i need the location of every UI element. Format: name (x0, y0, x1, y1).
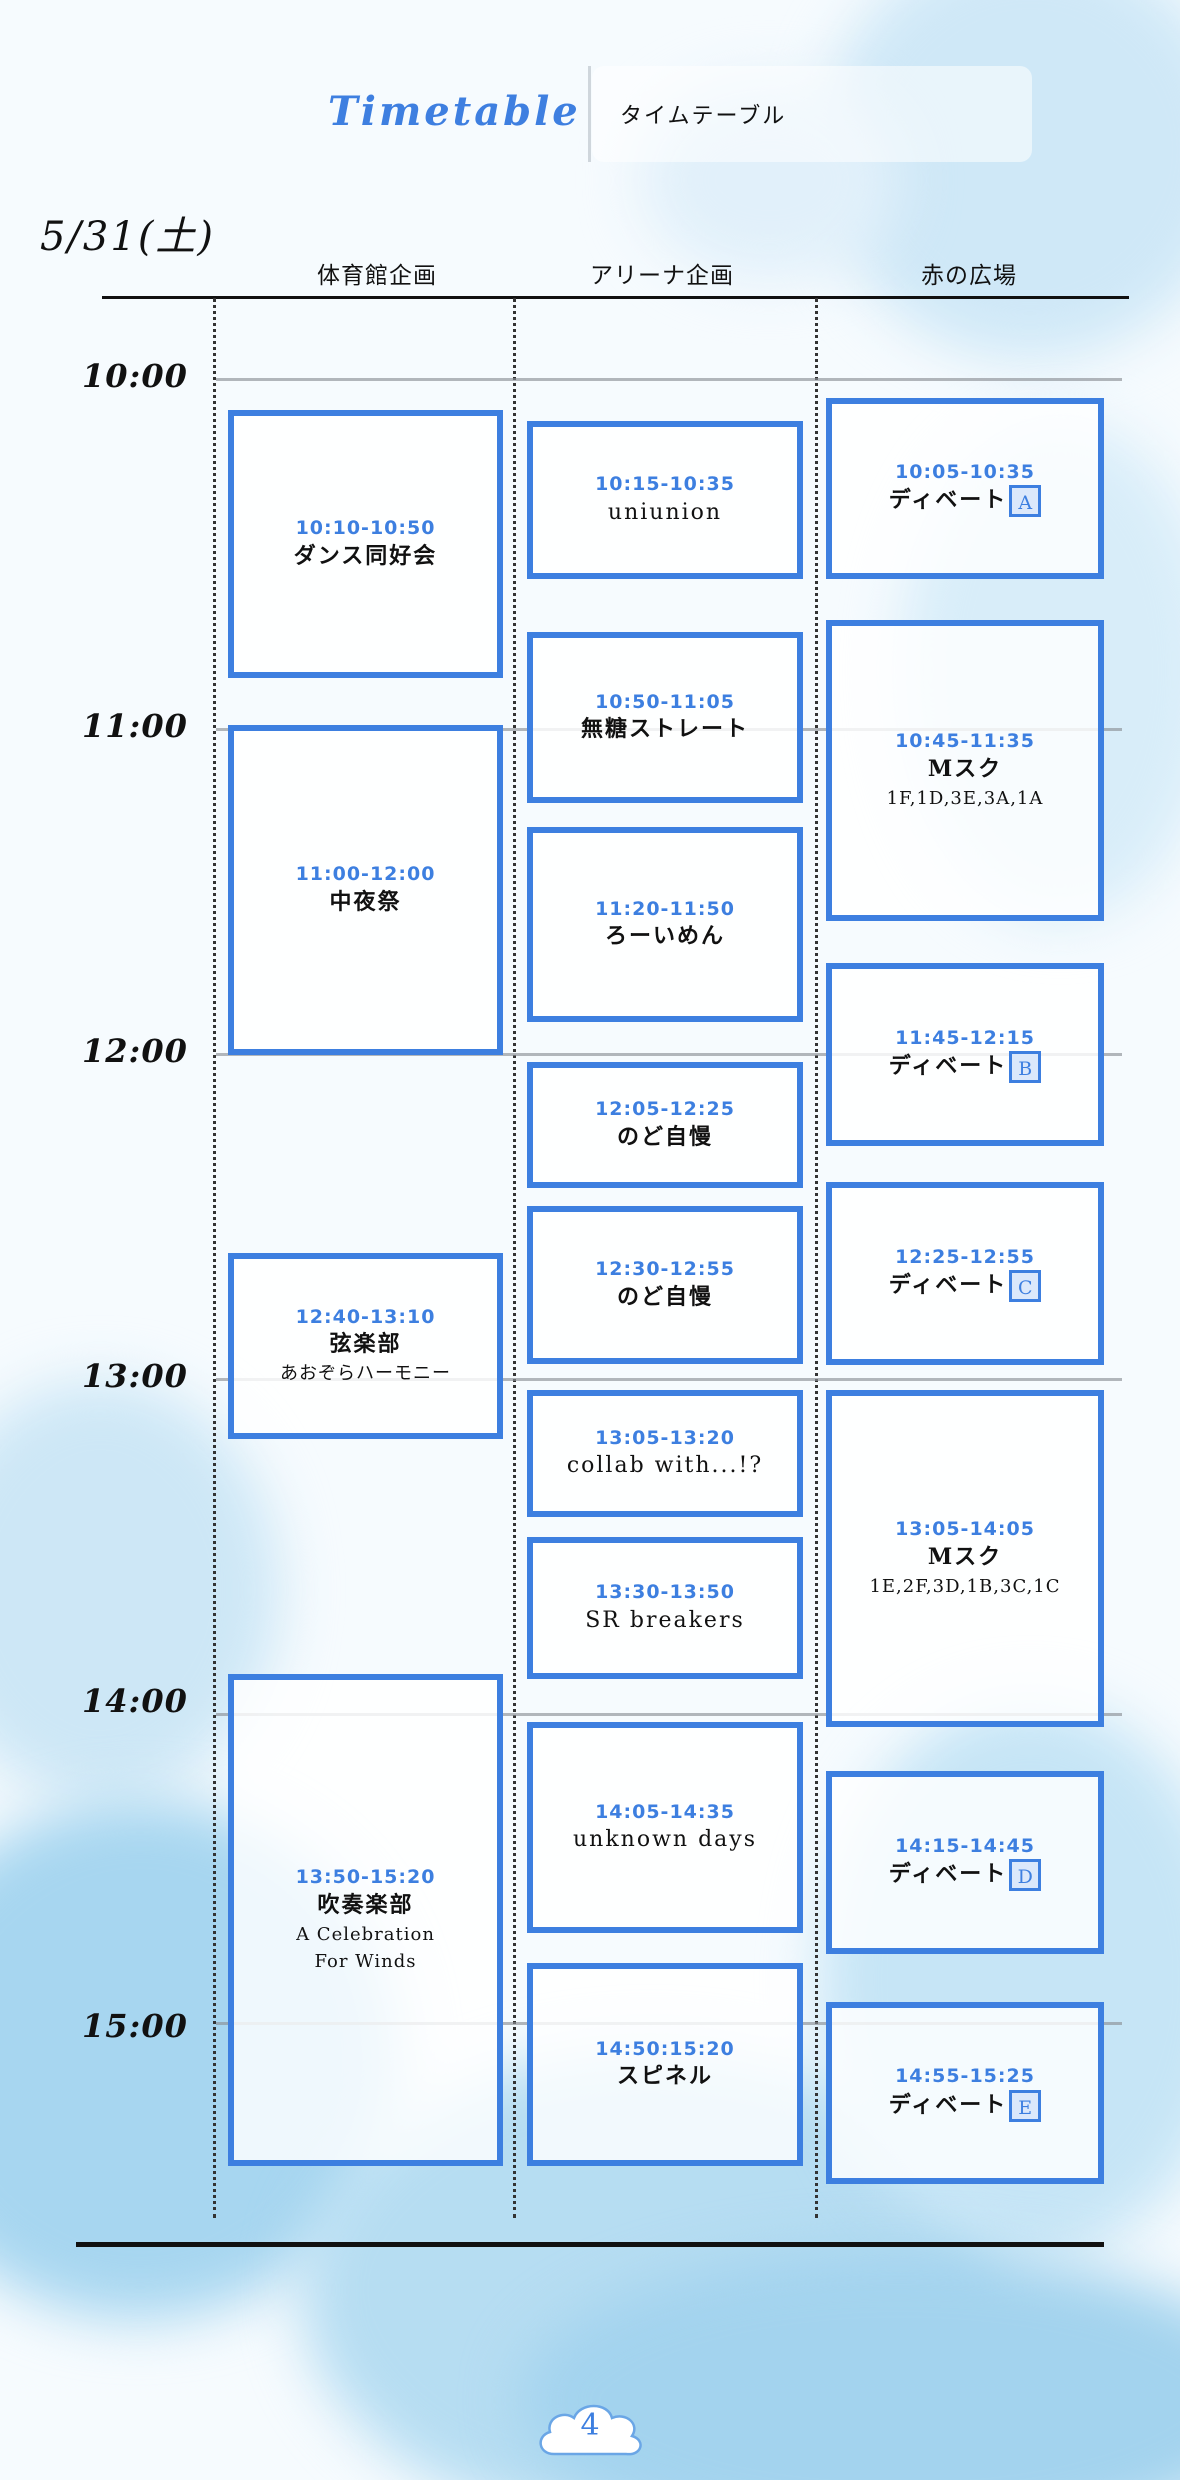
event-title: のど自慢 (616, 1123, 713, 1150)
event-time: 10:50-11:05 (595, 690, 735, 713)
event-title: Mスク (927, 755, 1003, 782)
event-time: 13:05-14:05 (895, 1518, 1035, 1541)
event-subtitle: For Winds (314, 1950, 417, 1972)
event-block[interactable]: 11:20-11:50 ろーいめん (527, 827, 803, 1022)
event-title: 無糖ストレート (580, 716, 749, 743)
column-divider (213, 298, 216, 2218)
event-block[interactable]: 13:05-14:05 Mスク 1E,2F,3D,1B,3C,1C (826, 1390, 1104, 1727)
time-label: 10:00 (82, 357, 188, 395)
time-label: 15:00 (82, 2007, 188, 2045)
date-label: 5/31(土) (40, 214, 216, 260)
event-title: 吹奏楽部 (317, 1891, 414, 1918)
event-title: ディベート (888, 1272, 1008, 1299)
cloud-icon (539, 2404, 642, 2456)
event-time: 13:50-15:20 (295, 1866, 436, 1889)
event-time: 13:05-13:20 (595, 1426, 735, 1449)
page-subtitle: タイムテーブル (620, 104, 787, 129)
header-rule (102, 296, 1129, 299)
hour-gridline (216, 1053, 1122, 1056)
event-title: collab with...!? (566, 1453, 764, 1479)
event-subtitle: 1F,1D,3E,3A,1A (886, 787, 1044, 809)
event-title: ディベート (888, 1053, 1008, 1080)
event-title: unknown days (573, 1827, 757, 1853)
page-title: Timetable (328, 88, 581, 135)
time-label: 14:00 (82, 1682, 188, 1720)
hour-gridline (216, 1378, 1122, 1381)
event-block[interactable]: 14:05-14:35 unknown days (527, 1722, 803, 1933)
event-title: ろーいめん (604, 923, 725, 950)
event-time: 12:05-12:25 (595, 1098, 735, 1121)
session-tag: B (1009, 1051, 1042, 1084)
event-time: 14:05-14:35 (595, 1800, 735, 1823)
event-block[interactable]: 14:50:15:20 スピネル (527, 1963, 803, 2166)
session-tag: E (1009, 2089, 1042, 2122)
footer-rule (76, 2242, 1104, 2247)
event-time: 10:45-11:35 (895, 730, 1035, 753)
event-time: 14:50:15:20 (595, 2037, 735, 2060)
event-title: スピネル (616, 2063, 713, 2090)
event-block[interactable]: 13:30-13:50 SR breakers (527, 1537, 803, 1679)
header-divider (588, 66, 591, 162)
event-title: SR breakers (585, 1607, 745, 1633)
event-title: ダンス同好会 (293, 542, 438, 569)
time-label: 13:00 (82, 1357, 188, 1395)
hour-gridline (216, 378, 1122, 381)
event-time: 14:15-14:45 (895, 1834, 1035, 1857)
event-block[interactable]: 12:05-12:25 のど自慢 (527, 1062, 803, 1188)
event-block[interactable]: 10:10-10:50 ダンス同好会 (228, 410, 503, 678)
event-time: 10:15-10:35 (595, 473, 735, 496)
column-header-arena: アリーナ企画 (590, 263, 734, 289)
event-time: 11:20-11:50 (595, 897, 735, 920)
column-header-plaza: 赤の広場 (921, 263, 1017, 289)
event-subtitle: A Celebration (296, 1923, 435, 1945)
hour-gridline (216, 1713, 1122, 1716)
session-tag: C (1009, 1270, 1042, 1303)
event-block[interactable]: 10:50-11:05 無糖ストレート (527, 632, 803, 803)
event-time: 10:10-10:50 (295, 517, 436, 540)
event-title: uniunion (607, 499, 723, 525)
event-block[interactable]: 12:40-13:10 弦楽部 あおぞらハーモニー (228, 1253, 503, 1439)
event-time: 11:00-12:00 (295, 863, 436, 886)
event-time: 10:05-10:35 (895, 460, 1035, 483)
time-label: 11:00 (82, 707, 188, 745)
event-title: 中夜祭 (329, 888, 402, 915)
event-subtitle: あおぞらハーモニー (280, 1363, 451, 1385)
event-block[interactable]: 12:30-12:55 のど自慢 (527, 1206, 803, 1364)
event-time: 12:30-12:55 (595, 1258, 735, 1281)
column-divider (513, 298, 516, 2218)
event-title: ディベート (888, 2091, 1008, 2118)
time-label: 12:00 (82, 1032, 188, 1070)
column-header-gym: 体育館企画 (317, 263, 437, 289)
event-time: 14:55-15:25 (895, 2065, 1035, 2088)
column-divider (815, 298, 818, 2218)
event-time: 13:30-13:50 (595, 1581, 735, 1604)
event-title: 弦楽部 (329, 1331, 402, 1358)
event-title: ディベート (888, 1861, 1008, 1888)
event-title: Mスク (927, 1543, 1003, 1570)
event-subtitle: 1E,2F,3D,1B,3C,1C (869, 1575, 1061, 1597)
header-panel (592, 66, 1032, 162)
event-title: ディベート (888, 487, 1008, 514)
event-block[interactable]: 10:45-11:35 Mスク 1F,1D,3E,3A,1A (826, 620, 1104, 921)
session-tag: D (1009, 1859, 1042, 1892)
event-block[interactable]: 13:50-15:20 吹奏楽部 A Celebration For Winds (228, 1674, 503, 2166)
session-tag: A (1009, 485, 1042, 518)
event-time: 11:45-12:15 (895, 1026, 1035, 1049)
page-number: 4 (580, 2408, 600, 2443)
event-time: 12:25-12:55 (895, 1245, 1035, 1268)
event-block[interactable]: 10:15-10:35 uniunion (527, 421, 803, 579)
event-title: のど自慢 (616, 1283, 713, 1310)
event-time: 12:40-13:10 (295, 1305, 436, 1328)
event-block[interactable]: 11:00-12:00 中夜祭 (228, 725, 503, 1055)
event-block[interactable]: 13:05-13:20 collab with...!? (527, 1390, 803, 1517)
